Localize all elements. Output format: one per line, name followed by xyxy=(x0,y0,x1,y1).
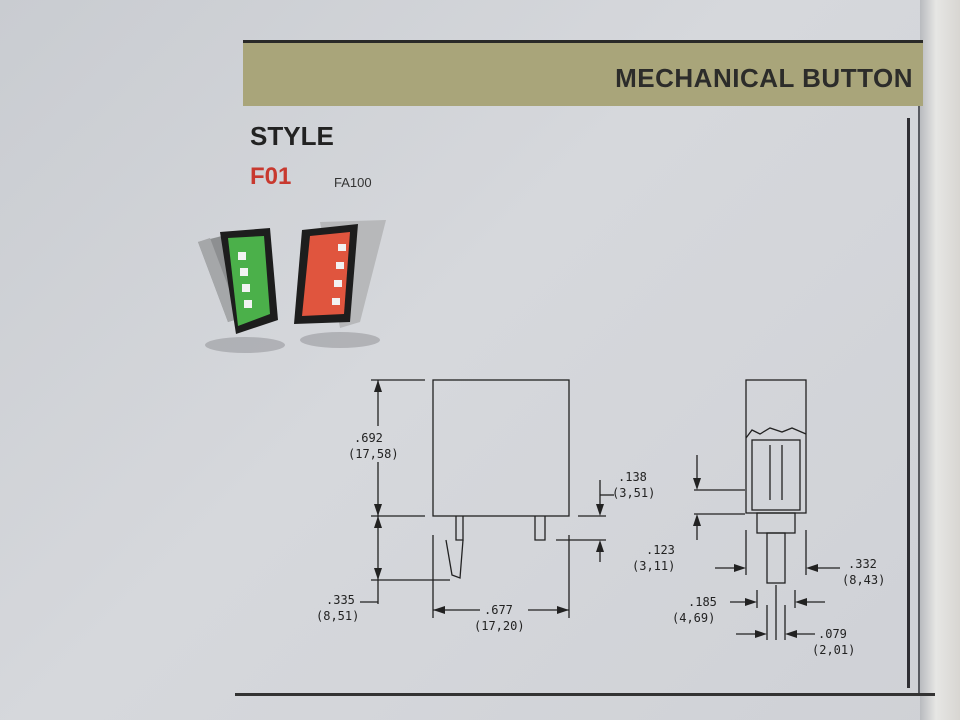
right-border-rule-outer xyxy=(918,106,920,696)
height-dim-in: .692 xyxy=(354,431,383,445)
side-view-body xyxy=(745,379,807,514)
depth-dim-in: .332 xyxy=(848,557,877,571)
red-button-image xyxy=(294,220,386,348)
pinwidth-dim-mm: (2,01) xyxy=(812,643,855,657)
section-title: MECHANICAL BUTTON xyxy=(615,63,913,93)
pin-dim-mm: (3,11) xyxy=(632,559,675,573)
side-view-cap-line xyxy=(745,427,807,439)
right-border-rule xyxy=(907,118,910,688)
depth-dim-mm: (8,43) xyxy=(842,573,885,587)
lead-dim-in: .335 xyxy=(326,593,355,607)
height-dim-mm: (17,58) xyxy=(348,447,399,461)
pitch-dim-mm: (4,69) xyxy=(672,611,715,625)
width-dim-mm: (17,20) xyxy=(474,619,525,633)
style-part-number: FA100 xyxy=(334,175,372,190)
page-edge xyxy=(920,0,960,720)
green-button-image xyxy=(198,228,285,353)
pin-dim-in: .123 xyxy=(646,543,675,557)
front-view-body xyxy=(432,379,570,517)
front-pin-bent xyxy=(445,539,464,579)
standoff-dim-mm: (3,51) xyxy=(612,486,655,500)
standoff-dim-in: .138 xyxy=(618,470,647,484)
width-dim-in: .677 xyxy=(484,603,513,617)
product-photo xyxy=(198,220,386,353)
front-pin-left xyxy=(455,516,464,541)
front-pin-right xyxy=(534,516,546,541)
pitch-dim-in: .185 xyxy=(688,595,717,609)
header-band: MECHANICAL BUTTON xyxy=(243,40,923,106)
lead-dim-mm: (8,51) xyxy=(316,609,359,623)
style-code: F01 xyxy=(250,163,292,190)
pinwidth-dim-in: .079 xyxy=(818,627,847,641)
bottom-border-rule xyxy=(235,693,935,696)
style-label: STYLE xyxy=(250,121,334,151)
